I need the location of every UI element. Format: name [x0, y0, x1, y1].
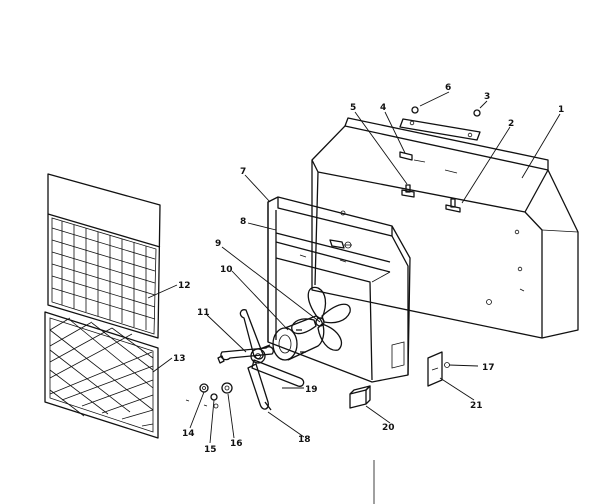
hardware-parts	[185, 355, 272, 411]
callout-15: 15	[204, 445, 217, 455]
callout-9: 9	[215, 239, 221, 249]
callout-11: 11	[197, 308, 210, 318]
mounting-bracket-5	[401, 184, 415, 198]
screw-part-3	[473, 109, 481, 117]
callout-3: 3	[484, 92, 490, 102]
washer-part-6	[411, 106, 419, 114]
callout-2: 2	[508, 119, 514, 129]
callout-13: 13	[173, 354, 186, 364]
callout-6: 6	[445, 83, 451, 93]
slot-part-4	[399, 151, 458, 174]
callout-17: 17	[482, 363, 495, 373]
callout-21: 21	[470, 401, 483, 411]
bracket-plate	[427, 351, 450, 387]
leader-lines	[147, 91, 561, 444]
callout-7: 7	[240, 167, 246, 177]
switch-box	[349, 385, 371, 409]
callout-20: 20	[382, 423, 395, 433]
mounting-bracket-2	[445, 198, 461, 213]
motor-mount-bracket	[220, 309, 305, 410]
blower-motor	[259, 315, 325, 361]
callout-10: 10	[220, 265, 233, 275]
callout-18: 18	[298, 435, 311, 445]
callout-16: 16	[230, 439, 243, 449]
callout-4: 4	[380, 103, 386, 113]
callout-5: 5	[350, 103, 356, 113]
callout-14: 14	[182, 429, 195, 439]
cabinet-housing	[311, 117, 579, 339]
callout-12: 12	[178, 281, 191, 291]
callout-19: 19	[305, 385, 318, 395]
capacitor-part-8	[329, 239, 352, 249]
filter-panel	[44, 311, 159, 439]
blower-housing	[267, 196, 411, 383]
callout-8: 8	[240, 217, 246, 227]
front-grille-panel	[47, 173, 161, 339]
callout-labels: 1 2 3 4 5 6 7 8 9 10 11 12 13 14 15 16 1…	[173, 83, 564, 455]
top-cover-plate	[399, 118, 481, 141]
callout-1: 1	[558, 105, 564, 115]
